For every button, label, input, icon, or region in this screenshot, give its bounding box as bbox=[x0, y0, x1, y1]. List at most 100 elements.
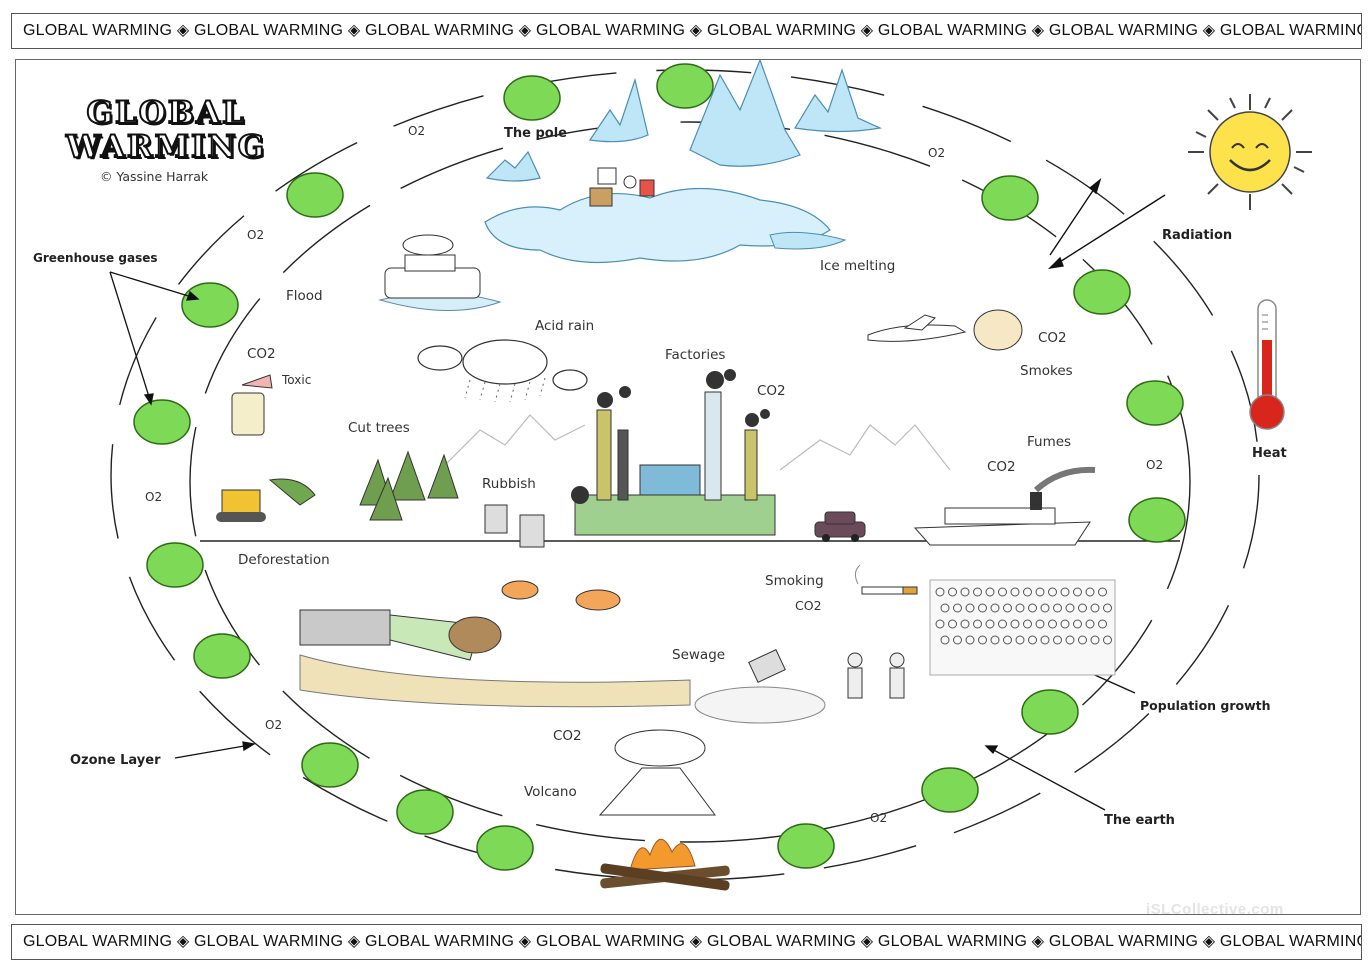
o2-label: O2 bbox=[145, 490, 163, 504]
person-head-icon bbox=[1023, 587, 1032, 597]
label-flood: Flood bbox=[286, 288, 323, 304]
person-head-icon bbox=[1010, 619, 1020, 629]
label-co2-volcano: CO2 bbox=[553, 728, 582, 744]
leaf-icon bbox=[146, 542, 204, 588]
leaf-icon bbox=[656, 63, 714, 109]
sun-icon bbox=[1188, 94, 1312, 210]
o2-label: O2 bbox=[928, 146, 946, 160]
sewage-water-illustration bbox=[694, 649, 905, 724]
person-head-icon bbox=[935, 619, 945, 629]
factories-illustration bbox=[571, 369, 776, 536]
label-ice-melting: Ice melting bbox=[820, 258, 896, 274]
watermark: iSLCollective.com bbox=[1146, 901, 1284, 918]
label-smokes: Smokes bbox=[1020, 363, 1073, 379]
campfire-icon bbox=[600, 838, 730, 891]
person-head-icon bbox=[953, 603, 962, 613]
top-banner: GLOBAL WARMING ◈ GLOBAL WARMING ◈ GLOBAL… bbox=[11, 13, 1362, 49]
label-smoking: Smoking bbox=[765, 573, 824, 589]
mountains bbox=[439, 414, 951, 471]
bottom-banner: GLOBAL WARMING ◈ GLOBAL WARMING ◈ GLOBAL… bbox=[11, 924, 1362, 960]
label-co2-toxic: CO2 bbox=[247, 346, 276, 362]
person-head-icon bbox=[990, 635, 1000, 645]
rubbish-bins-illustration bbox=[484, 504, 545, 548]
person-head-icon bbox=[1073, 619, 1082, 629]
person-head-icon bbox=[1028, 635, 1037, 645]
pole-ice-illustration bbox=[484, 58, 883, 264]
deforestation-illustration bbox=[216, 450, 459, 522]
author-credit: © Yassine Harrak bbox=[100, 169, 209, 184]
person-head-icon bbox=[1003, 635, 1012, 645]
leaf-icon bbox=[181, 282, 239, 328]
diagram-title: GLOBAL WARMING bbox=[65, 95, 267, 165]
acid-rain-clouds bbox=[417, 339, 588, 403]
person-head-icon bbox=[1015, 603, 1025, 613]
person-head-icon bbox=[1103, 635, 1112, 645]
person-head-icon bbox=[1060, 619, 1070, 629]
person-head-icon bbox=[960, 619, 970, 629]
label-fumes: Fumes bbox=[1027, 434, 1072, 450]
label-factories: Factories bbox=[665, 347, 726, 363]
person-head-icon bbox=[1010, 587, 1020, 597]
person-head-icon bbox=[1085, 619, 1095, 629]
leaf-icon bbox=[396, 789, 454, 835]
leaf-icon bbox=[777, 823, 835, 869]
dead-fish-icons bbox=[501, 580, 621, 611]
person-head-icon bbox=[1003, 603, 1012, 613]
o2-label: O2 bbox=[408, 124, 426, 138]
label-deforestation: Deforestation bbox=[238, 552, 330, 568]
label-toxic: Toxic bbox=[282, 373, 312, 387]
person-head-icon bbox=[953, 635, 962, 645]
cigarette-icon bbox=[854, 564, 918, 595]
person-head-icon bbox=[998, 619, 1007, 629]
person-head-icon bbox=[978, 603, 987, 613]
title-line-2: WARMING bbox=[65, 129, 267, 165]
o2-label: O2 bbox=[870, 811, 888, 825]
person-head-icon bbox=[935, 587, 945, 597]
person-head-icon bbox=[1065, 603, 1075, 613]
o2-label: O2 bbox=[265, 718, 283, 732]
label-co2-factories: CO2 bbox=[757, 383, 786, 399]
person-head-icon bbox=[1053, 635, 1062, 645]
person-head-icon bbox=[1023, 619, 1032, 629]
crowd-illustration bbox=[929, 579, 1116, 676]
thermometer-icon bbox=[1249, 299, 1285, 430]
car-illustration bbox=[814, 511, 866, 542]
leaf-icon bbox=[503, 75, 561, 121]
person-head-icon bbox=[1085, 587, 1095, 597]
o2-label: O2 bbox=[1146, 458, 1164, 472]
diagram-frame bbox=[15, 59, 1361, 915]
person-head-icon bbox=[1015, 635, 1025, 645]
person-head-icon bbox=[965, 603, 975, 613]
person-head-icon bbox=[1090, 603, 1100, 613]
label-acid-rain: Acid rain bbox=[535, 318, 595, 334]
label-co2-plane: CO2 bbox=[1038, 330, 1067, 346]
person-head-icon bbox=[973, 587, 982, 597]
person-head-icon bbox=[940, 635, 950, 645]
person-head-icon bbox=[1048, 587, 1057, 597]
label-the-pole: The pole bbox=[504, 126, 567, 141]
person-head-icon bbox=[1053, 603, 1062, 613]
person-head-icon bbox=[990, 603, 1000, 613]
person-head-icon bbox=[1028, 603, 1037, 613]
person-head-icon bbox=[948, 587, 957, 597]
label-co2-smoking: CO2 bbox=[795, 598, 822, 613]
callout-population-growth: Population growth bbox=[1140, 698, 1271, 713]
person-head-icon bbox=[998, 587, 1007, 597]
person-head-icon bbox=[1040, 603, 1050, 613]
label-rubbish: Rubbish bbox=[482, 476, 536, 492]
person-head-icon bbox=[940, 603, 950, 613]
person-head-icon bbox=[948, 619, 957, 629]
person-head-icon bbox=[1078, 603, 1087, 613]
person-head-icon bbox=[1098, 587, 1107, 597]
leaf-icon bbox=[286, 172, 344, 218]
person-head-icon bbox=[978, 635, 987, 645]
leaf-icon bbox=[133, 399, 191, 445]
person-head-icon bbox=[1073, 587, 1082, 597]
callout-heat: Heat bbox=[1252, 446, 1287, 461]
leaf-icon bbox=[301, 742, 359, 788]
leaf-icon bbox=[1021, 689, 1079, 735]
callout-ozone-layer: Ozone Layer bbox=[70, 753, 161, 768]
callout-radiation: Radiation bbox=[1162, 228, 1233, 243]
person-head-icon bbox=[1035, 587, 1045, 597]
